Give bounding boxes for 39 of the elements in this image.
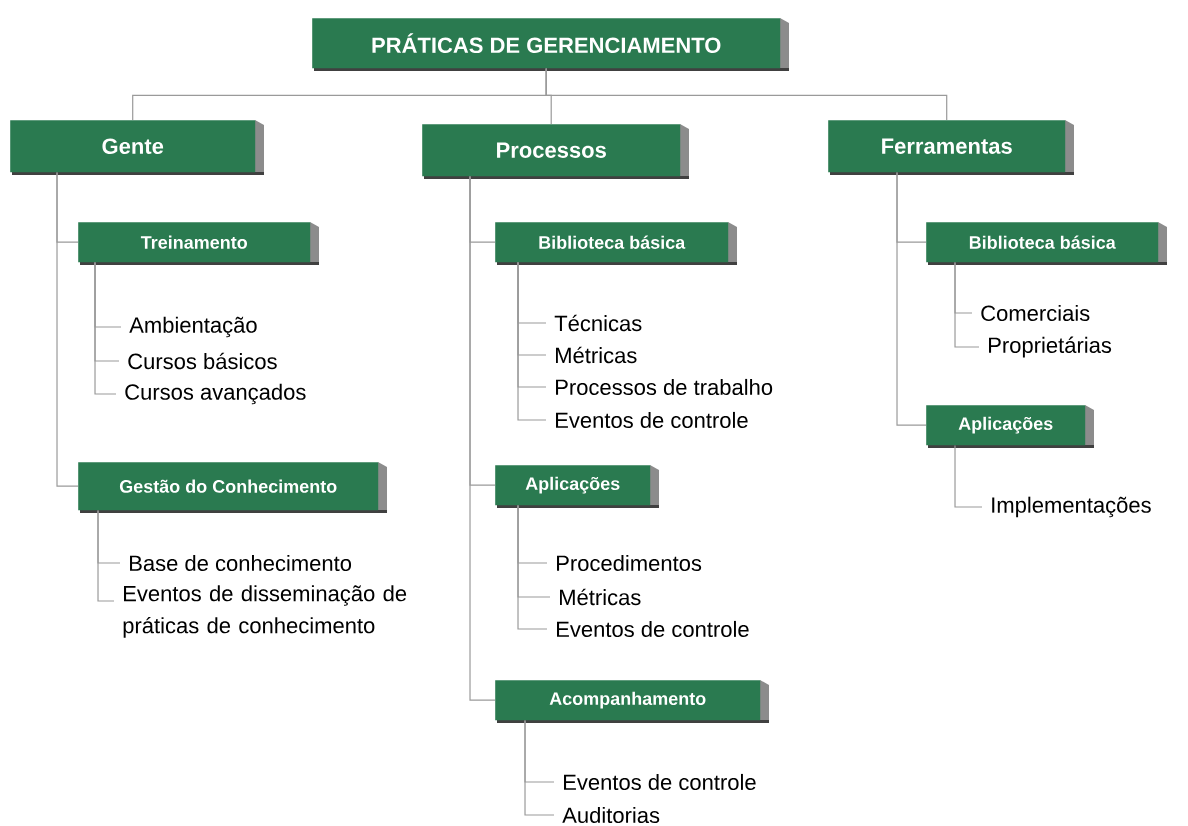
- heading-box: Processos: [422, 124, 689, 179]
- list-item: Comerciais: [981, 304, 1090, 322]
- list-item: Eventos de controle: [557, 620, 749, 638]
- list-item: Métricas: [556, 346, 637, 364]
- list-item: Eventos de controle: [556, 411, 748, 429]
- list-item: Cursos avançados: [125, 383, 306, 405]
- heading-box: Aplicações: [495, 465, 659, 508]
- list-item: Técnicas: [554, 314, 642, 332]
- list-item: Procedimentos: [557, 554, 702, 572]
- connector-line: [954, 444, 983, 508]
- heading-box: Acompanhamento: [495, 680, 769, 723]
- connector-line: [954, 261, 980, 348]
- list-item: Eventos de disseminação de práticas de conhecimento: [123, 585, 407, 638]
- connector-line: [517, 504, 548, 630]
- heading-box: PRÁTICAS DE GERENCIAMENTO: [312, 18, 789, 71]
- heading-box: Aplicações: [926, 405, 1094, 448]
- list-item: Auditorias: [562, 806, 660, 824]
- list-item: Ambientação: [129, 316, 257, 338]
- list-item: Métricas: [560, 588, 641, 606]
- list-item: Implementações: [992, 496, 1151, 518]
- heading-box: Treinamento: [78, 222, 319, 265]
- connector-line: [56, 171, 79, 487]
- connector-line: [524, 719, 555, 816]
- connector-line: [97, 509, 115, 602]
- list-item: Cursos básicos: [128, 352, 277, 370]
- connector-line: [94, 261, 117, 395]
- heading-box: Gestão do Conhecimento: [78, 462, 387, 513]
- heading-box: Biblioteca básica: [495, 222, 737, 265]
- connector-line: [896, 171, 927, 426]
- heading-box: Biblioteca básica: [926, 222, 1167, 265]
- connector-line: [469, 175, 496, 701]
- list-item: Eventos de controle: [564, 773, 756, 791]
- heading-box: Ferramentas: [828, 120, 1074, 175]
- connector-line: [545, 67, 948, 121]
- list-item: Proprietárias: [989, 336, 1112, 358]
- list-item: Base de conhecimento: [130, 554, 352, 572]
- heading-box: Gente: [10, 120, 264, 175]
- connector-line: [517, 261, 547, 421]
- list-item: Processos de trabalho: [556, 378, 773, 396]
